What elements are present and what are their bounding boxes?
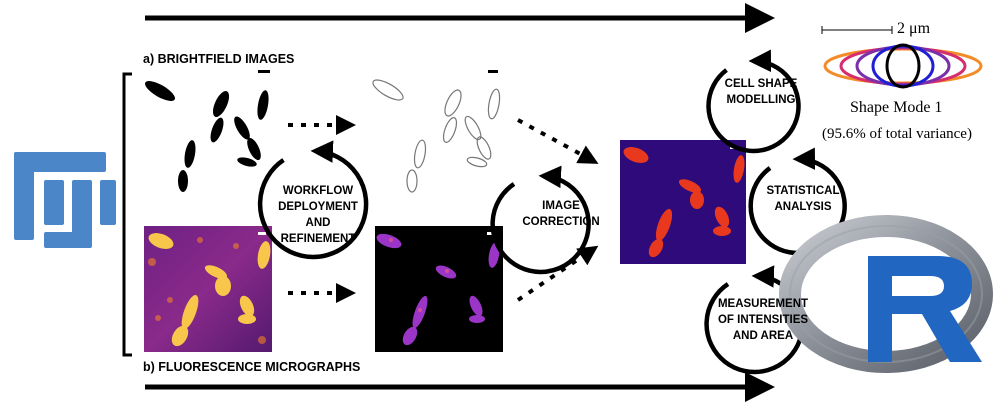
scale-bar-label: 2 μm: [897, 20, 931, 37]
brightfield-label: a) BRIGHTFIELD IMAGES: [143, 52, 295, 66]
shape-mode-title: Shape Mode 1: [850, 99, 943, 116]
shape-text: CELL SHAPE MODELLING: [724, 78, 798, 106]
corrected-fluorescence-image: [375, 226, 503, 352]
fiji-logo-icon: [14, 152, 116, 248]
shape-mode-outline-5: [885, 43, 921, 89]
shape-mode-variance: (95.6% of total variance): [822, 126, 972, 142]
shape-mode-outline-1: [823, 47, 983, 85]
statistical-text: STATISTICAL ANALYSIS: [766, 185, 840, 213]
segmented-image: [620, 140, 746, 264]
input-bracket: [122, 72, 132, 357]
shape-mode-plot: [823, 43, 983, 89]
correction-text: IMAGE CORRECTION: [522, 200, 600, 228]
dotted-arrow-outline: [517, 118, 599, 164]
fluorescence-label: b) FLUORESCENCE MICROGRAPHS: [143, 360, 361, 374]
workflow-text: WORKFLOW DEPLOYMENT AND REFINEMENT: [278, 185, 358, 245]
cycle-correction: [490, 165, 591, 275]
brightfield-image: [144, 70, 270, 192]
cycle-shape: [706, 49, 801, 154]
scale-bar: [821, 26, 893, 34]
shape-mode-outline-4: [871, 44, 935, 88]
r-logo-icon: [779, 215, 993, 373]
shape-mode-outline-3: [855, 45, 951, 87]
outline-image: [372, 70, 501, 193]
cycle-workflow: [257, 140, 369, 260]
measurement-text: MEASUREMENT OF INTENSITIES AND AREA: [717, 298, 809, 342]
shape-mode-outline-2: [839, 46, 967, 86]
dotted-arrow-corrected: [516, 245, 599, 302]
fluorescence-image: [144, 226, 272, 352]
